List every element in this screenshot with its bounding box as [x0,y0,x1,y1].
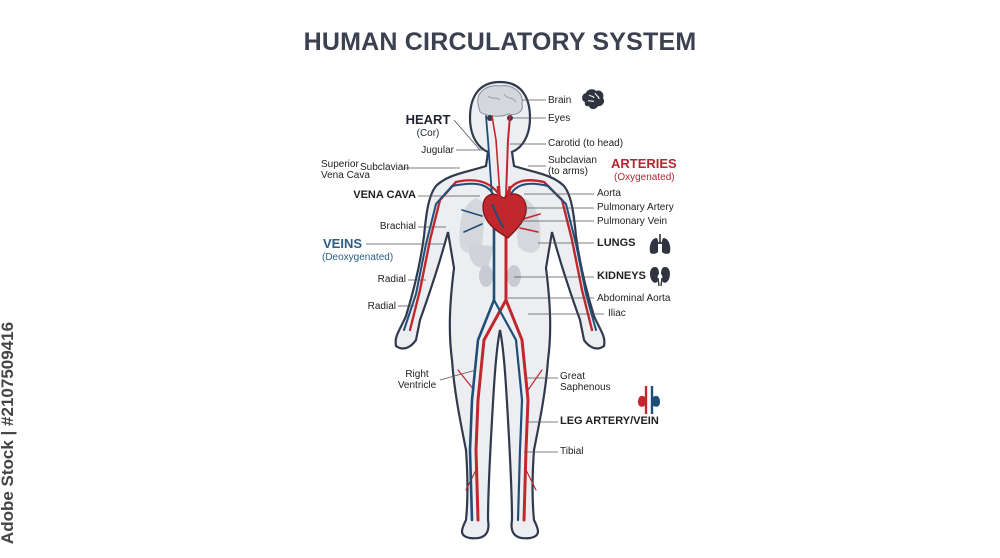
label-eyes: Eyes [548,113,571,124]
label-superior-vena-cava-2: Vena Cava [321,170,370,181]
label-lungs: LUNGS [597,237,636,249]
label-brachial: Brachial [379,221,416,232]
heart-organ [482,185,527,239]
label-pulmonary-artery: Pulmonary Artery [597,202,674,213]
lungs-icon [649,234,671,254]
head-brain [477,85,523,121]
label-right-ventricle-2: Ventricle [397,380,437,391]
label-kidneys: KIDNEYS [597,270,646,282]
leader-lines [366,99,604,453]
heading-heart-sub: (Cor) [416,128,440,139]
label-superior-vena-cava: Superior [321,159,359,170]
brain-icon [582,89,605,109]
heading-arteries-sub: (Oxygenated) [614,172,675,183]
page-title: HUMAN CIRCULATORY SYSTEM [303,28,697,56]
label-iliac: Iliac [608,308,626,319]
blood-vessels-icon [638,386,660,414]
heading-veins: VEINS [323,236,363,251]
heading-arteries: ARTERIES [611,156,677,171]
label-subclavian-right-note: (to arms) [548,166,588,177]
label-jugular: Jugular [421,145,454,156]
label-right-ventricle: Right [405,369,429,380]
label-abdominal-aorta: Abdominal Aorta [597,293,671,304]
label-subclavian-right: Subclavian [548,155,597,166]
label-subclavian-left: Subclavian [360,162,409,173]
label-brain: Brain [548,95,572,106]
label-vena-cava: VENA CAVA [353,189,416,201]
label-radial-lower: Radial [367,301,396,312]
label-radial-upper: Radial [377,274,406,285]
label-great-saphenous-2: Saphenous [560,382,611,393]
heading-heart: HEART [405,112,451,127]
kidneys-icon [650,267,670,287]
arteries [408,115,594,522]
label-carotid: Carotid (to head) [548,138,624,149]
label-aorta: Aorta [597,188,621,199]
label-leg-artery-vein: LEG ARTERY/VEIN [560,415,659,427]
label-pulmonary-vein: Pulmonary Vein [597,216,668,227]
label-great-saphenous: Great [560,371,586,382]
heading-veins-sub: (Deoxygenated) [322,252,394,263]
label-tibial: Tibial [560,446,584,457]
